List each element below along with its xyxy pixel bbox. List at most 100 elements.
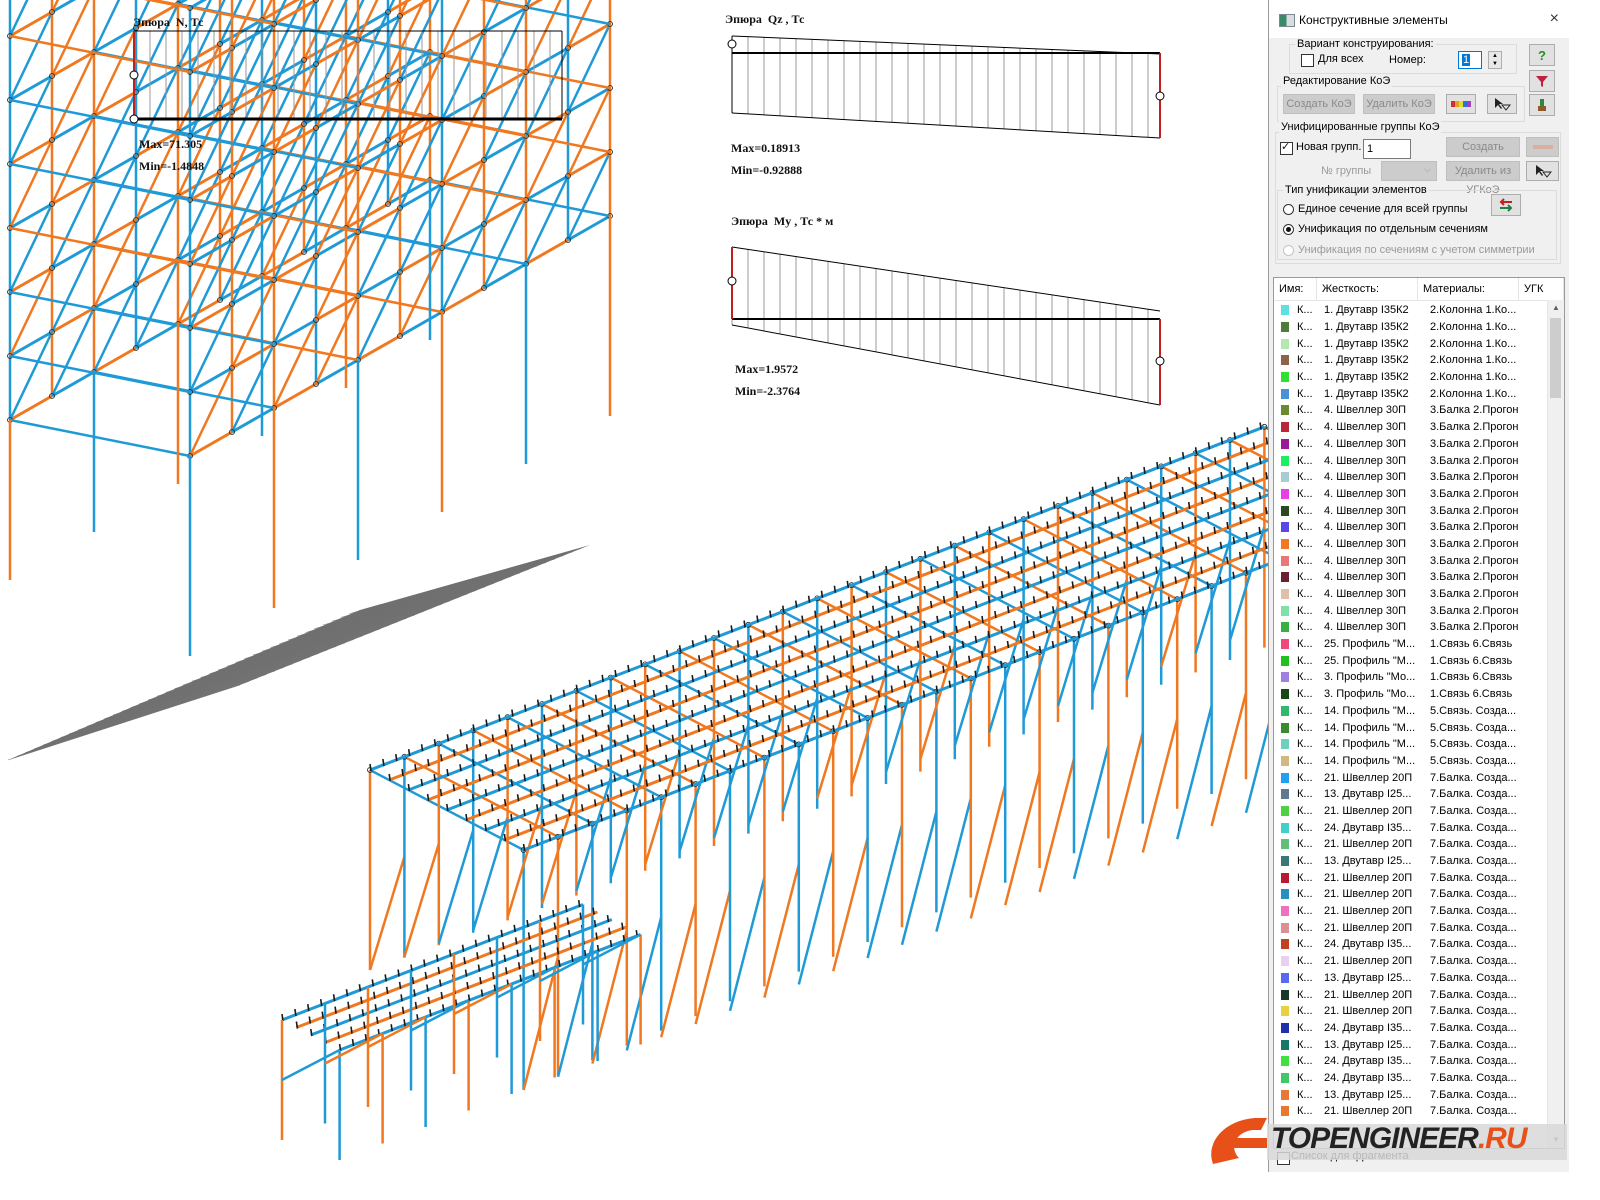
color-swatch-icon bbox=[1281, 338, 1289, 349]
list-scrollbar[interactable]: ▲ ▼ bbox=[1547, 300, 1564, 1148]
table-row[interactable]: К...13. Двутавр I25...7.Балка. Созда... bbox=[1274, 970, 1546, 987]
col-stiffness-header[interactable]: Жесткость: bbox=[1317, 278, 1418, 300]
table-row[interactable]: К...3. Профиль "Мо...1.Связь 6.Связь bbox=[1274, 669, 1546, 686]
col-ugk-header[interactable]: УГК bbox=[1519, 278, 1564, 300]
create-koe-button[interactable]: Создать КоЭ bbox=[1283, 94, 1355, 114]
table-row[interactable]: К...24. Двутавр I35...7.Балка. Созда... bbox=[1274, 1070, 1546, 1087]
cell-name: К... bbox=[1297, 1038, 1313, 1051]
structural-model-3d[interactable] bbox=[0, 0, 1268, 1172]
paint-button[interactable] bbox=[1529, 94, 1555, 116]
for-all-checkbox[interactable] bbox=[1301, 54, 1314, 67]
table-row[interactable]: К...24. Двутавр I35...7.Балка. Созда... bbox=[1274, 819, 1546, 836]
cell-stiffness: 24. Двутавр I35... bbox=[1324, 1055, 1412, 1068]
close-icon[interactable]: × bbox=[1549, 10, 1559, 27]
table-row[interactable]: К...24. Двутавр I35...7.Балка. Созда... bbox=[1274, 936, 1546, 953]
table-row[interactable]: К...13. Двутавр I25...7.Балка. Созда... bbox=[1274, 853, 1546, 870]
radio-by-sections[interactable] bbox=[1283, 224, 1294, 235]
new-group-input[interactable]: 1 bbox=[1363, 139, 1411, 159]
dialog-titlebar[interactable]: Конструктивные элементы × bbox=[1269, 0, 1569, 38]
new-group-checkbox[interactable] bbox=[1280, 140, 1293, 155]
table-row[interactable]: К...25. Профиль "М...1.Связь 6.Связь bbox=[1274, 636, 1546, 653]
group-select-filter-button[interactable] bbox=[1526, 161, 1559, 181]
elements-list[interactable]: Имя: Жесткость: Материалы: УГК К...1. Дв… bbox=[1273, 277, 1565, 1149]
cell-name: К... bbox=[1297, 838, 1313, 851]
table-row[interactable]: К...14. Профиль "М...5.Связь. Созда... bbox=[1274, 736, 1546, 753]
color-swatch-icon bbox=[1281, 305, 1289, 316]
swap-arrows-icon bbox=[1499, 198, 1513, 212]
cell-stiffness: 13. Двутавр I25... bbox=[1324, 855, 1412, 868]
window-app-icon bbox=[1279, 14, 1295, 27]
delete-koe-button[interactable]: Удалить КоЭ bbox=[1363, 94, 1435, 114]
cell-material: 7.Балка. Созда... bbox=[1430, 888, 1517, 901]
table-row[interactable]: К...13. Двутавр I25...7.Балка. Созда... bbox=[1274, 1086, 1546, 1103]
cell-stiffness: 1. Двутавр I35К2 bbox=[1324, 337, 1409, 350]
scroll-up-icon[interactable]: ▲ bbox=[1552, 303, 1560, 312]
swap-button[interactable] bbox=[1491, 194, 1521, 216]
number-spinner[interactable]: ▲ ▼ bbox=[1488, 51, 1502, 69]
col-name-header[interactable]: Имя: bbox=[1274, 278, 1317, 300]
table-row[interactable]: К...14. Профиль "М...5.Связь. Созда... bbox=[1274, 719, 1546, 736]
spin-down-icon[interactable]: ▼ bbox=[1492, 61, 1498, 67]
cell-name: К... bbox=[1297, 771, 1313, 784]
table-row[interactable]: К...13. Двутавр I25...7.Балка. Созда... bbox=[1274, 786, 1546, 803]
model-viewport[interactable]: Эпюра N, Тс Max=71.305 Min=-1.4848 Эпюра… bbox=[0, 0, 1268, 1172]
create-ugkoe-button[interactable]: Создать УГКоЭ bbox=[1446, 137, 1520, 172]
cell-name: К... bbox=[1297, 621, 1313, 634]
scroll-thumb[interactable] bbox=[1550, 318, 1561, 398]
group-no-select[interactable]: ⌵ bbox=[1381, 161, 1437, 181]
col-material-header[interactable]: Материалы: bbox=[1418, 278, 1519, 300]
color-palette-button[interactable] bbox=[1446, 94, 1476, 114]
delete-from-ugkoe-button[interactable]: Удалить из УГКоЭ bbox=[1446, 161, 1520, 196]
cell-stiffness: 14. Профиль "М... bbox=[1324, 738, 1416, 751]
group-color-button[interactable] bbox=[1526, 137, 1559, 157]
table-row[interactable]: К...25. Профиль "М...1.Связь 6.Связь bbox=[1274, 652, 1546, 669]
cell-name: К... bbox=[1297, 521, 1313, 534]
table-row[interactable]: К...24. Двутавр I35...7.Балка. Созда... bbox=[1274, 1053, 1546, 1070]
help-button[interactable]: ? bbox=[1529, 44, 1555, 66]
number-input[interactable]: 1 bbox=[1458, 51, 1482, 69]
table-row[interactable]: К...3. Профиль "Мо...1.Связь 6.Связь bbox=[1274, 686, 1546, 703]
radio-symmetry[interactable] bbox=[1283, 245, 1294, 256]
table-row[interactable]: К...14. Профиль "М...5.Связь. Созда... bbox=[1274, 703, 1546, 720]
filter-button[interactable] bbox=[1529, 70, 1555, 92]
table-row[interactable]: К...13. Двутавр I25...7.Балка. Созда... bbox=[1274, 1036, 1546, 1053]
radio-single-section[interactable] bbox=[1283, 204, 1294, 215]
table-row[interactable]: К...24. Двутавр I35...7.Балка. Созда... bbox=[1274, 1020, 1546, 1037]
number-label: Номер: bbox=[1389, 54, 1426, 66]
select-filter-button[interactable] bbox=[1487, 94, 1517, 114]
table-row[interactable]: К...14. Профиль "М...5.Связь. Созда... bbox=[1274, 753, 1546, 770]
cell-name: К... bbox=[1297, 971, 1313, 984]
spin-up-icon[interactable]: ▲ bbox=[1492, 53, 1498, 59]
